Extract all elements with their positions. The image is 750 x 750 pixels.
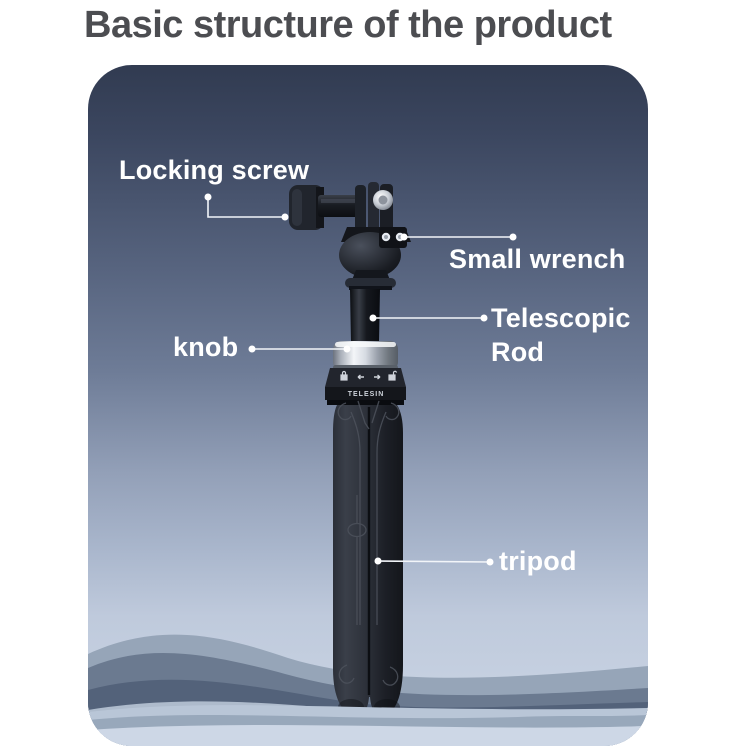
leader-telescopic-rod xyxy=(369,314,488,322)
label-tripod: tripod xyxy=(499,546,577,576)
label-telescopic-rod: Telescopic Rod xyxy=(491,303,631,367)
body-embossing xyxy=(337,400,400,686)
label-small-wrench: Small wrench xyxy=(449,244,626,274)
brand-label: TELESIN xyxy=(348,391,385,398)
control-collar-part: TELESIN xyxy=(325,368,406,405)
locking-screw-part xyxy=(289,185,366,230)
leader-small-wrench xyxy=(400,233,517,241)
unlock-icon xyxy=(388,370,398,381)
wave-foreground xyxy=(88,705,648,746)
leader-tripod xyxy=(374,557,494,566)
product-illustration: TELESIN xyxy=(289,182,411,716)
label-knob: knob xyxy=(173,332,239,362)
leader-knob xyxy=(248,345,351,353)
leader-locking-screw xyxy=(204,193,289,221)
lock-icon xyxy=(340,370,348,381)
product-card: TELESIN xyxy=(88,65,648,746)
page-title: Basic structure of the product xyxy=(84,4,612,46)
leader-lines xyxy=(204,193,517,566)
label-locking-screw: Locking screw xyxy=(119,155,310,185)
rotate-arrows-icon xyxy=(357,374,381,380)
